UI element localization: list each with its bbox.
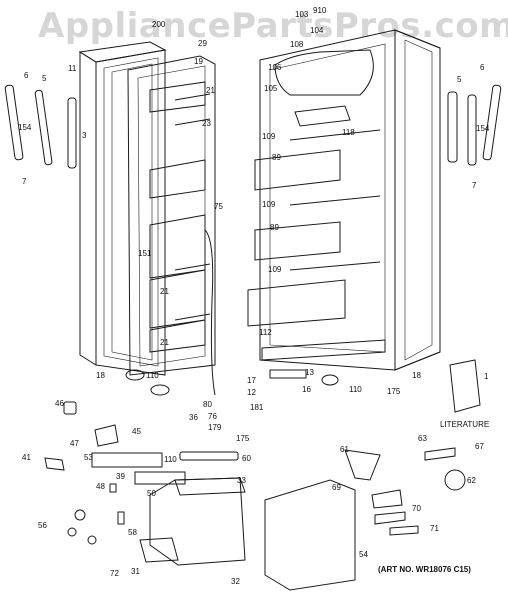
part-number-label: 6 [24, 71, 29, 80]
part-number-label: 151 [138, 249, 152, 258]
art-number: (ART NO. WR18076 C15) [378, 565, 471, 574]
watermark: AppliancePartsPros.com [38, 6, 508, 46]
part-number-label: 1 [484, 372, 489, 381]
left-door [78, 41, 167, 376]
part-number-label: 18 [96, 371, 105, 380]
part-number-label: 110 [349, 385, 362, 394]
part-number-label: 7 [472, 181, 477, 190]
part-number-label: 54 [359, 550, 368, 559]
part-number-label: 11 [68, 64, 77, 73]
right-handles [447, 84, 502, 166]
part-number-label: 60 [242, 454, 251, 463]
part-number-label: 5 [457, 75, 462, 84]
part-number-label: 61 [340, 445, 349, 454]
part-number-label: 154 [18, 123, 32, 132]
small-parts [44, 229, 481, 591]
part-number-label: 181 [250, 403, 264, 412]
part-number-label: 109 [268, 265, 282, 274]
part-number-label: 72 [110, 569, 119, 578]
part-number-label: 50 [147, 489, 156, 498]
part-number-label: 32 [231, 577, 240, 586]
part-number-label: 18 [412, 371, 421, 380]
part-number-label: 154 [476, 124, 490, 133]
part-number-label: 56 [38, 521, 47, 530]
part-number-label: 70 [412, 504, 421, 513]
part-number-label: 89 [270, 223, 279, 232]
part-number-label: 48 [96, 482, 105, 491]
part-number-label: 63 [418, 434, 427, 443]
part-number-label: 46 [55, 399, 64, 408]
part-number-label: 109 [262, 132, 276, 141]
part-number-label: 105 [264, 84, 278, 93]
part-number-label: 103 [295, 10, 309, 19]
part-number-label: 53 [84, 453, 93, 462]
part-number-label: 16 [302, 385, 311, 394]
part-number-label: 75 [214, 202, 223, 211]
part-number-label: 71 [430, 524, 439, 533]
part-number-label: 110 [146, 371, 159, 380]
part-number-label: 33 [237, 476, 246, 485]
left-door-liner [127, 55, 216, 376]
part-number-label: 36 [189, 413, 198, 422]
part-number-label: 175 [236, 434, 250, 443]
part-number-label: 13 [305, 368, 314, 377]
part-number-label: 108 [290, 40, 304, 49]
part-number-label: 41 [22, 453, 31, 462]
part-number-label: 39 [116, 472, 125, 481]
part-number-label: 76 [208, 412, 217, 421]
part-number-label: 29 [198, 39, 207, 48]
part-number-label: 58 [128, 528, 137, 537]
part-number-label: 62 [467, 476, 476, 485]
part-number-label: 118 [342, 128, 355, 137]
part-number-label: 910 [313, 6, 327, 15]
part-number-label: 175 [387, 387, 401, 396]
part-number-label: 19 [194, 57, 203, 66]
right-cabinet [247, 29, 441, 371]
part-number-label: 3 [82, 131, 87, 140]
part-number-label: 109 [262, 200, 276, 209]
part-number-label: 21 [160, 338, 169, 347]
part-number-label: 112 [259, 328, 272, 337]
part-number-label: 6 [480, 63, 485, 72]
part-number-label: 7 [22, 177, 27, 186]
left-handles [4, 84, 77, 169]
part-number-label: 23 [202, 119, 211, 128]
part-number-label: 67 [475, 442, 484, 451]
part-number-label: 80 [203, 400, 212, 409]
part-number-label: 17 [247, 376, 256, 385]
literature-label: LITERATURE [440, 420, 490, 429]
part-number-label: 69 [332, 483, 341, 492]
part-number-label: 89 [272, 153, 281, 162]
part-number-label: 12 [247, 388, 256, 397]
part-number-label: 47 [70, 439, 79, 448]
part-number-label: 5 [42, 74, 47, 83]
part-number-label: 106 [268, 63, 282, 72]
part-number-label: 104 [310, 26, 324, 35]
part-number-label: 200 [152, 20, 166, 29]
part-number-label: 31 [131, 567, 140, 576]
part-number-label: 179 [208, 423, 222, 432]
part-number-label: 45 [132, 427, 141, 436]
part-number-label: 21 [206, 86, 215, 95]
part-number-label: 21 [160, 287, 169, 296]
part-number-label: 110 [164, 455, 177, 464]
